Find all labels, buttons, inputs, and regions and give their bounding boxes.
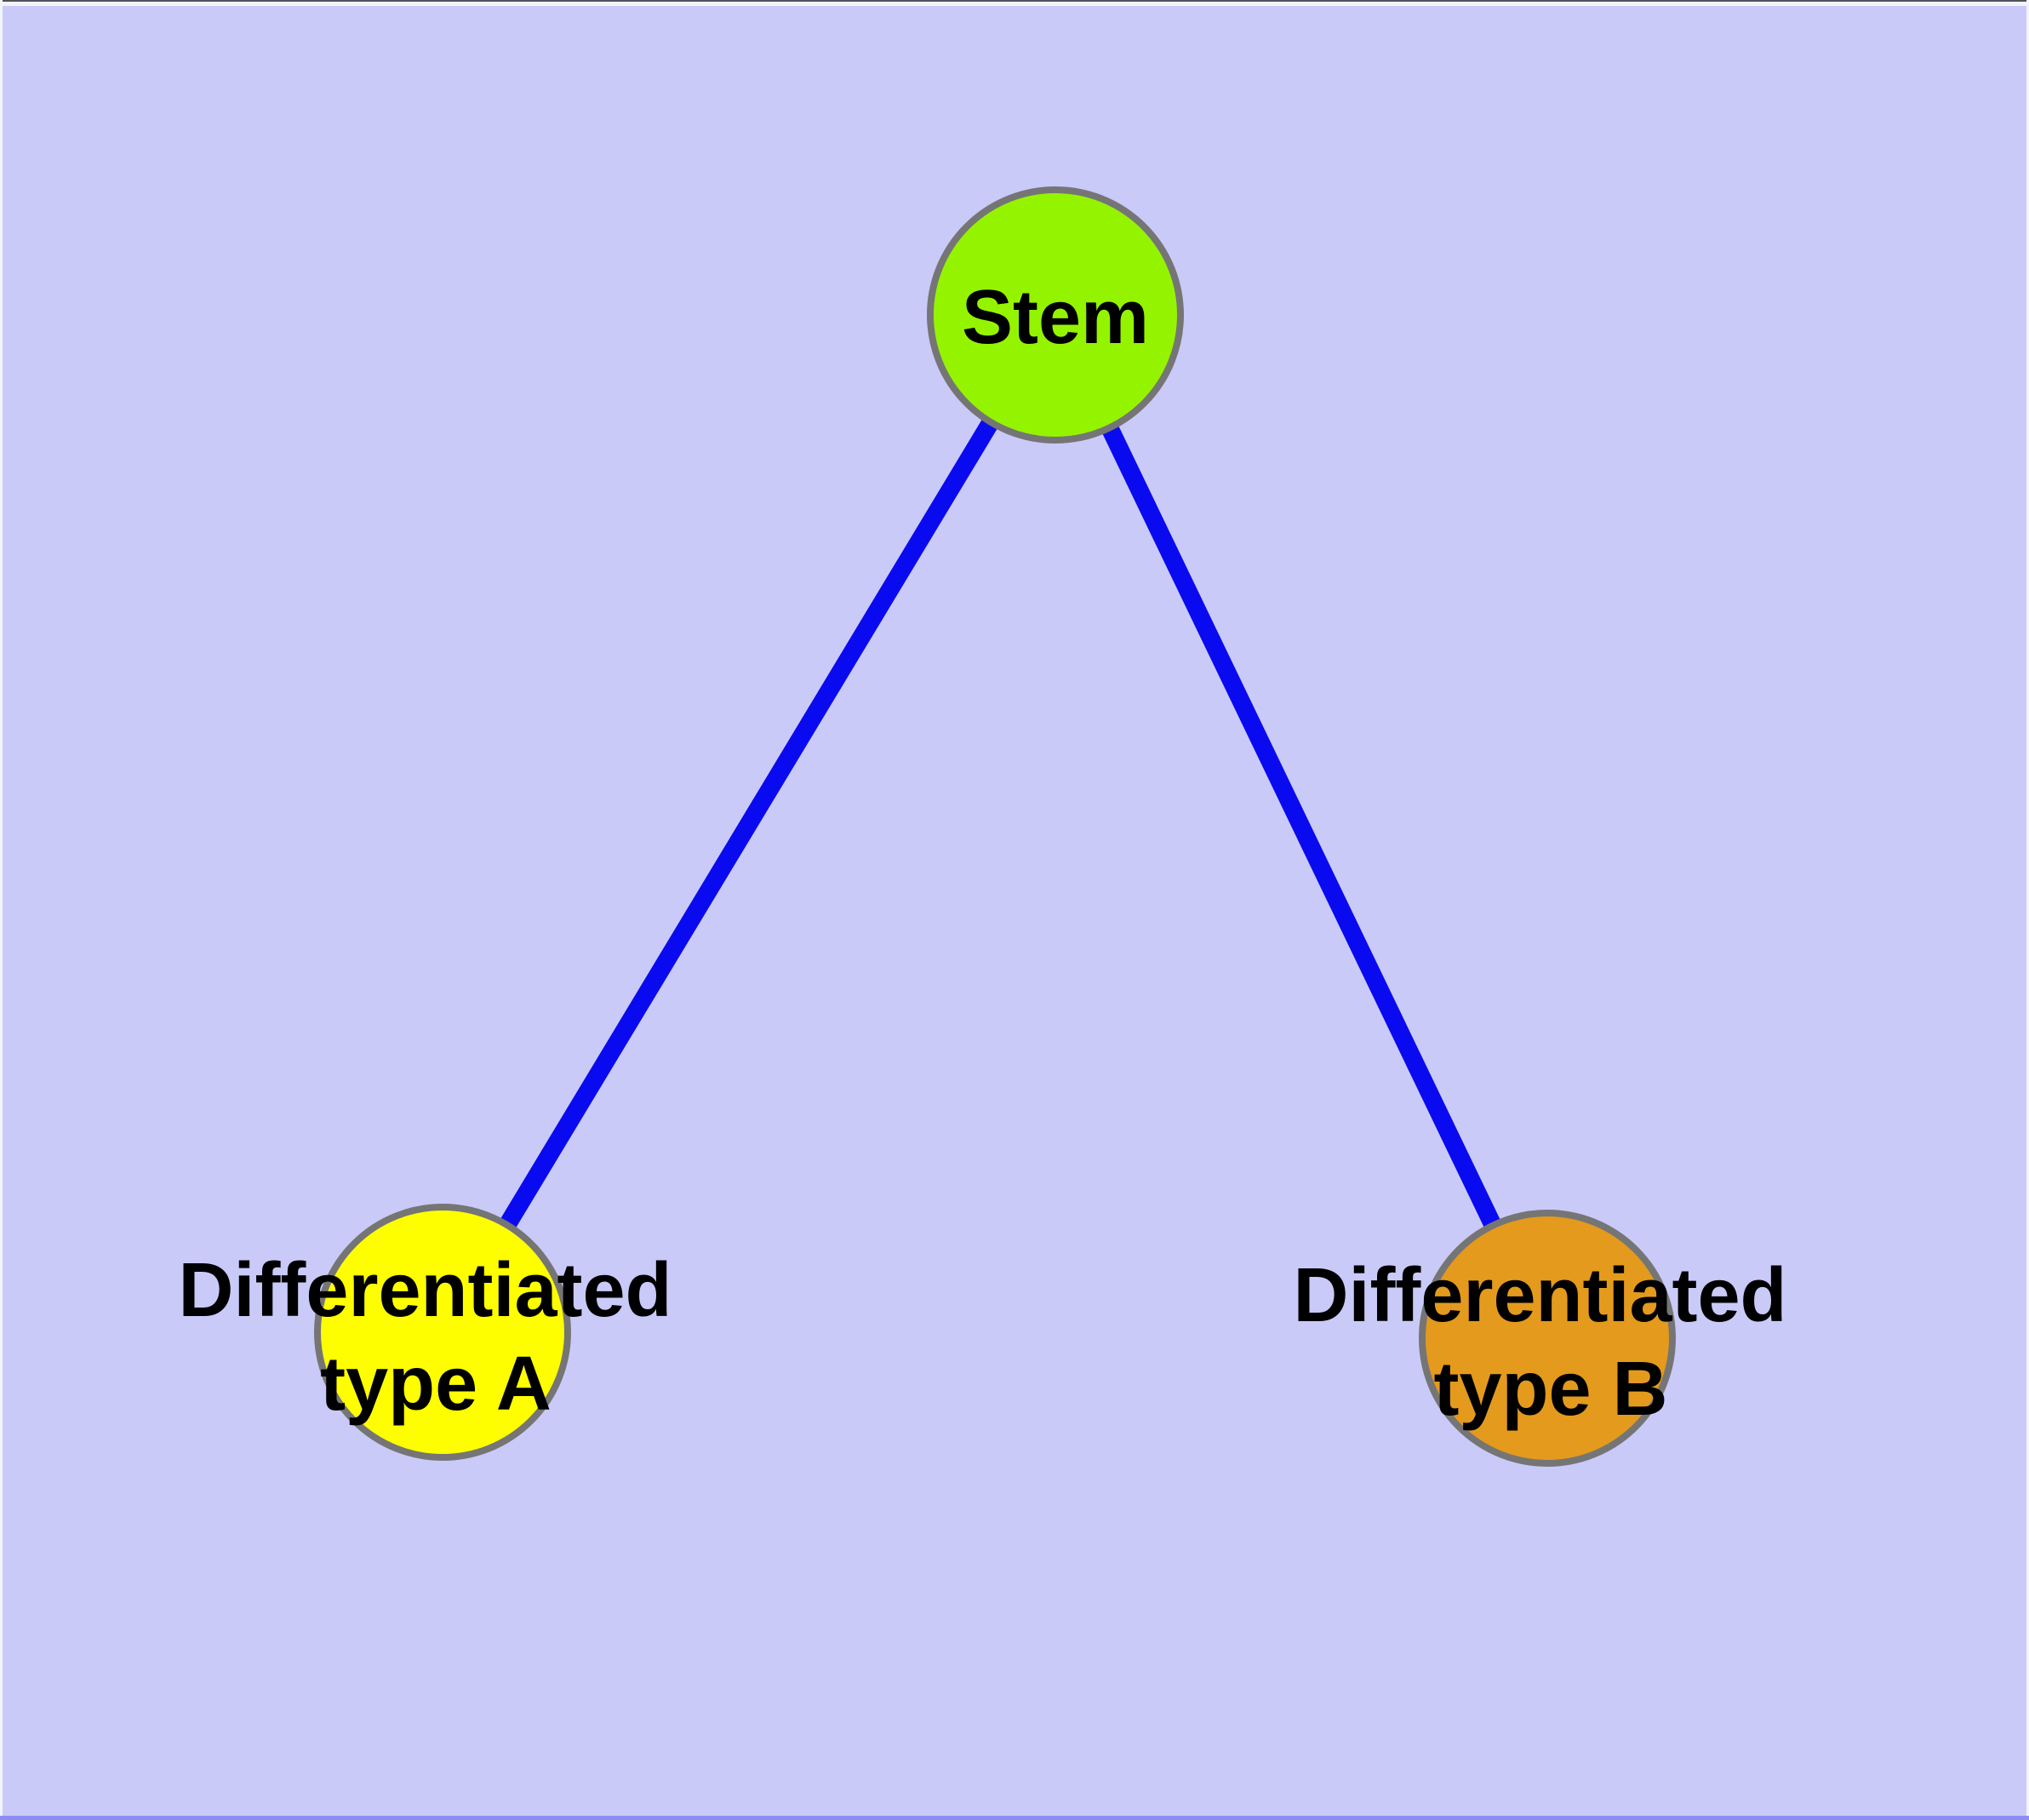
window-left-edge <box>0 0 3 1820</box>
window-top-light-band <box>0 0 2029 6</box>
edge-stem-to-type-a <box>435 310 1063 1337</box>
window-bottom-strip <box>0 1816 2029 1820</box>
type-b-label-line1: Differentiated <box>1293 1253 1786 1338</box>
type-a-label-line1: Differentiated <box>178 1248 672 1333</box>
type-b-label-line2: type B <box>1433 1347 1667 1432</box>
stem-node[interactable] <box>927 186 1184 444</box>
window-right-edge <box>2026 0 2029 1820</box>
window-top-dark-line <box>0 0 2029 2</box>
stem-node-label: Stem <box>962 275 1149 360</box>
type-b-node[interactable] <box>1419 1210 1676 1467</box>
type-a-label-line2: type A <box>320 1342 552 1427</box>
type-a-node[interactable] <box>314 1204 571 1461</box>
edge-stem-to-type-b <box>1047 311 1556 1342</box>
type-a-node-label: Differentiated type A <box>178 1248 693 1427</box>
type-b-node-label: Differentiated type B <box>1293 1253 1808 1432</box>
